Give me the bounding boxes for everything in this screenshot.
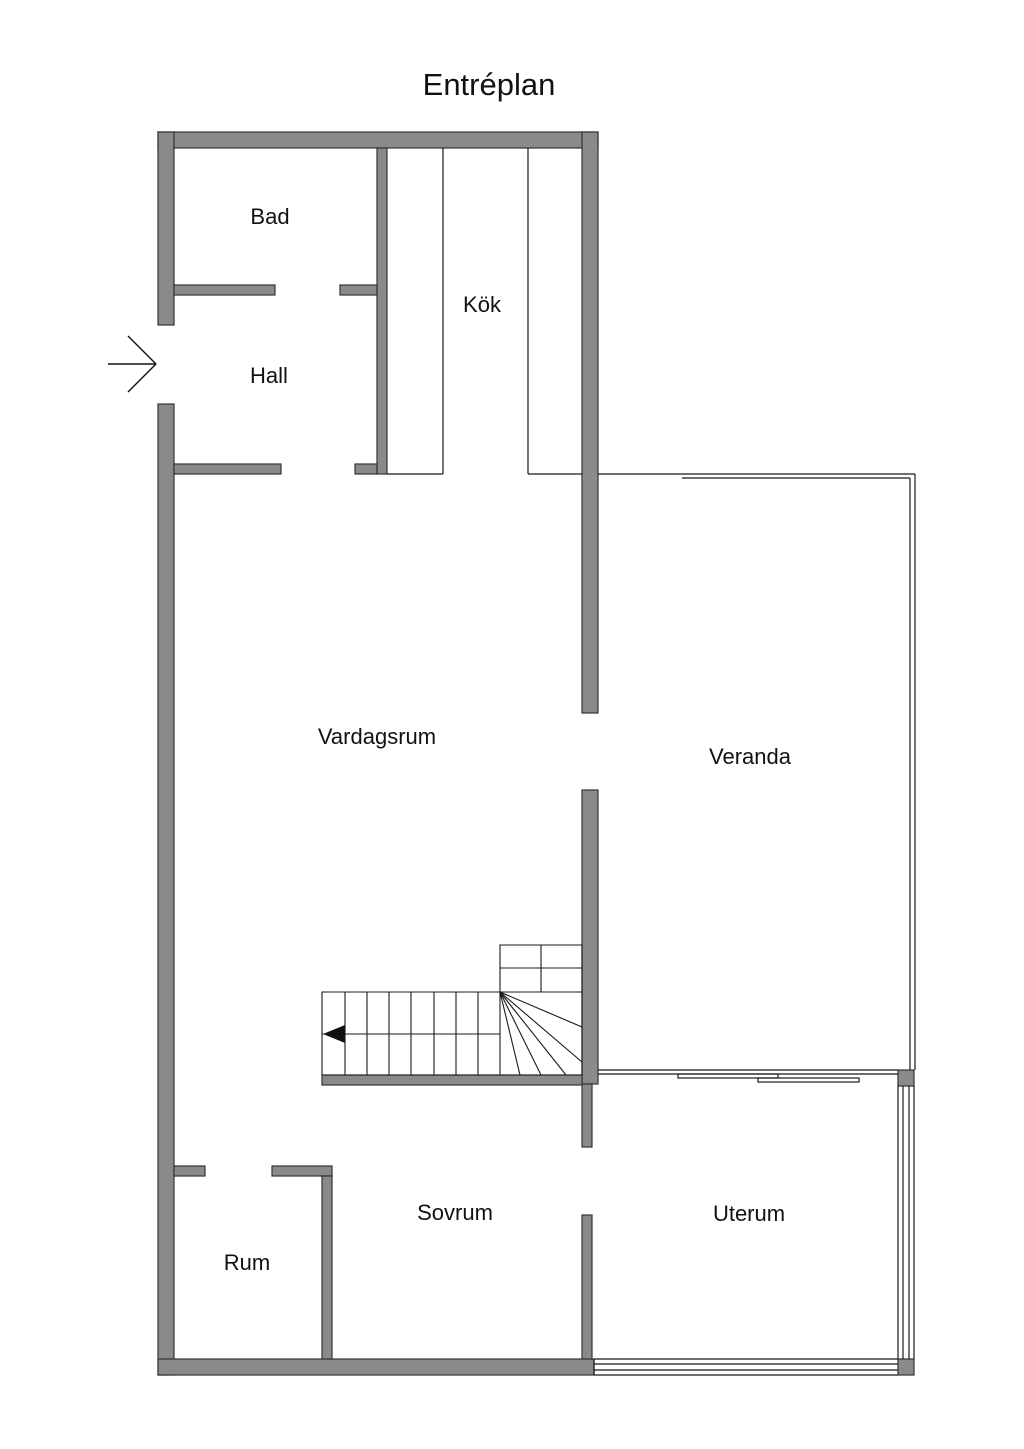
wall-hall-bottom-right — [354, 463, 378, 475]
room-label-vardagsrum: Vardagsrum — [318, 724, 436, 749]
stair-direction-arrow-icon — [323, 1025, 345, 1043]
room-label-sovrum: Sovrum — [417, 1200, 493, 1225]
wall-bad-divider-right — [339, 284, 378, 296]
wall-bad-hall-right — [376, 147, 388, 475]
wall-outer-bottom-left — [157, 1358, 595, 1376]
post-uterum-bottom-right — [897, 1358, 915, 1376]
wall-bad-divider-left — [173, 284, 276, 296]
post-uterum-top-right — [897, 1069, 915, 1087]
wall-hall-bottom-left — [173, 463, 282, 475]
room-label-hall: Hall — [250, 363, 288, 388]
wall-stair-base — [321, 1074, 583, 1086]
room-label-bad: Bad — [250, 204, 289, 229]
staircase — [321, 944, 583, 1076]
thin-lines — [387, 148, 916, 1376]
stair-winder-4 — [499, 991, 542, 1076]
wall-outer-left-upper — [157, 131, 175, 326]
entrance-arrow-icon — [108, 335, 157, 393]
wall-outer-right-kitchen — [581, 131, 599, 714]
room-label-rum: Rum — [224, 1250, 270, 1275]
sliding-door-panel-2 — [757, 1077, 860, 1083]
wall-outer-top — [157, 131, 599, 149]
wall-rum-top-right — [271, 1165, 333, 1177]
walls — [157, 131, 915, 1376]
stair-winder-3 — [499, 991, 567, 1076]
plan-title: Entréplan — [423, 67, 556, 102]
wall-sovrum-uterum-lower — [581, 1214, 593, 1360]
room-label-uterum: Uterum — [713, 1201, 785, 1226]
stair-winder-5 — [499, 991, 521, 1076]
wall-outer-left-lower — [157, 403, 175, 1376]
room-label-veranda: Veranda — [709, 744, 792, 769]
wall-outer-right-living — [581, 789, 599, 1085]
room-label-kok: Kök — [463, 292, 502, 317]
wall-rum-right — [321, 1175, 333, 1360]
wall-rum-top-left — [173, 1165, 206, 1177]
stair-winder-2 — [499, 991, 583, 1063]
wall-sovrum-uterum-upper — [581, 1083, 593, 1148]
stair-winder-1 — [499, 991, 583, 1028]
sliding-door-panel-1 — [677, 1073, 779, 1079]
